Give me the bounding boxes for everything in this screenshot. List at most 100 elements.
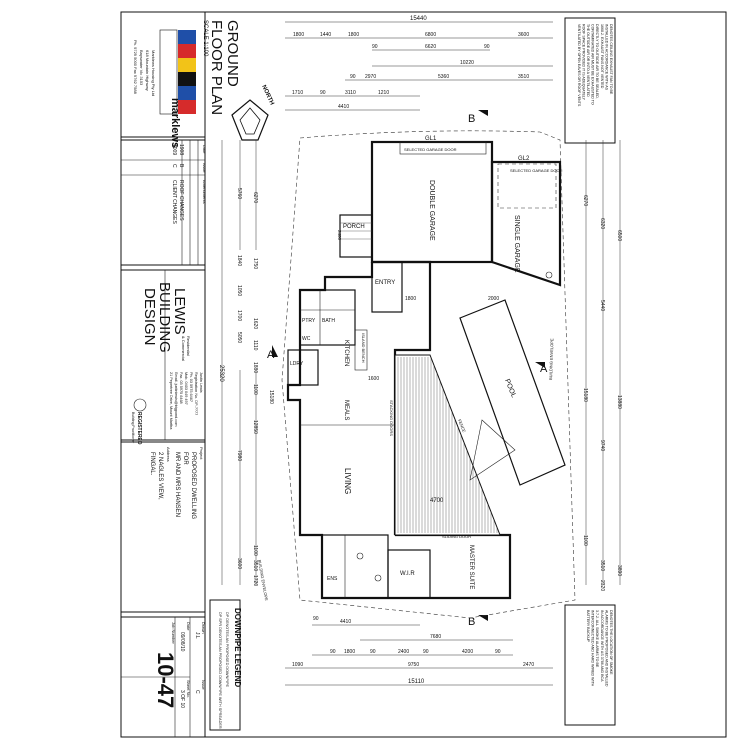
svg-text:90: 90 [423, 649, 429, 655]
svg-text:618 Mountain Highway: 618 Mountain Highway [145, 50, 150, 91]
svg-text:1800: 1800 [293, 32, 304, 38]
rev-header-date: Date [202, 145, 207, 154]
job-number: 10-47 [153, 652, 178, 708]
svg-text:90: 90 [495, 649, 501, 655]
rev2-amend: CLIENT CHANGES [171, 180, 177, 224]
logo-building: BUILDING [156, 282, 173, 353]
svg-text:Bayswater Vic 3153: Bayswater Vic 3153 [139, 50, 144, 86]
rev1-amend: ROOF CHANGES [178, 180, 184, 221]
company-name: marklews [169, 98, 181, 148]
exhaust-note-line: VENTILATED BY OPEN EAVES OR ROOF VENTS [577, 24, 581, 107]
svg-text:3510: 3510 [599, 560, 605, 571]
svg-text:Mob. 0403 049 497: Mob. 0403 049 497 [184, 372, 188, 405]
svg-text:3890: 3890 [616, 565, 622, 576]
svg-text:DP DENOTES AN PROPOSED DOWNPI: DP DENOTES AN PROPOSED DOWNPIPE [225, 612, 229, 688]
svg-text:1100: 1100 [252, 384, 258, 395]
section-b-top: B [468, 113, 475, 125]
exhaust-note-line: CONTAMINATED AIR MUST BE EXHAUSTED TO [591, 24, 595, 105]
svg-text:3510: 3510 [518, 74, 529, 80]
exhaust-note-line: INSTALLED IN ACCORDANCE WITH AS [604, 24, 608, 91]
deck: STACKING DOORS FENCE 4700 SLIDING DOOR [389, 354, 501, 539]
sheet-number: 3 OF 10 [179, 690, 185, 708]
svg-text:4410: 4410 [340, 619, 351, 625]
rev1-date: 1908 [178, 144, 184, 155]
svg-text:NORTH: NORTH [260, 84, 274, 106]
section-markers: B B A A [267, 110, 548, 628]
svg-text:1710: 1710 [292, 90, 303, 96]
drawn-by: J.L [194, 632, 200, 639]
svg-text:13880: 13880 [616, 395, 622, 409]
svg-text:7980: 7980 [236, 450, 242, 461]
svg-text:SELECTED GARAGE DOOR: SELECTED GARAGE DOOR [510, 168, 563, 173]
porch: PORCH 2400 [337, 214, 373, 258]
svg-text:4700: 4700 [430, 498, 444, 504]
exhaust-note-line: 1668.2. EXHAUST FANS NOT VENTED [600, 24, 604, 89]
section-b-bottom: B [468, 616, 475, 628]
svg-text:9750: 9750 [408, 662, 419, 668]
svg-text:6620: 6620 [425, 44, 436, 50]
double-garage: SELECTED GARAGE DOOR GL1 DOUBLE GARAGE [370, 136, 494, 264]
svg-text:6500: 6500 [616, 230, 622, 241]
svg-text:6800: 6800 [425, 32, 436, 38]
gl2-label: GL2 [518, 156, 530, 162]
svg-text:1800: 1800 [344, 649, 355, 655]
smoke-alarm-note-line: BATTERY BACKUP [586, 610, 590, 643]
svg-text:STACKING DOORS: STACKING DOORS [389, 400, 394, 436]
smoke-alarm-note [564, 604, 616, 726]
plan-title-2: FLOOR PLAN [208, 20, 225, 115]
svg-text:& Commercial: & Commercial [181, 336, 186, 361]
client-name: MR AND MRS HANSEN [174, 452, 180, 517]
svg-text:1090: 1090 [292, 662, 303, 668]
svg-text:1720: 1720 [252, 575, 258, 586]
svg-text:15180: 15180 [268, 390, 274, 404]
svg-text:1800: 1800 [348, 32, 359, 38]
legend-title: DOWNPIPE LEGEND [233, 608, 242, 687]
svg-text:3600: 3600 [518, 32, 529, 38]
svg-text:Residential: Residential [186, 336, 191, 356]
smoke-alarm-note-line: ALARMS TO BE PROPOSED AND INSTALLED [604, 610, 608, 687]
svg-text:Justin Lewis: Justin Lewis [199, 372, 203, 393]
svg-text:12850: 12850 [252, 420, 258, 434]
svg-text:SLIDING DOOR: SLIDING DOOR [442, 534, 471, 539]
svg-text:4200: 4200 [462, 649, 473, 655]
svg-text:6270: 6270 [252, 192, 258, 203]
left-dimensions: 25320 5760 6270 1840 1750 1050 1700 5050… [218, 140, 274, 586]
svg-text:10220: 10220 [460, 60, 474, 66]
svg-text:7680: 7680 [430, 634, 441, 640]
gl1-label: GL1 [425, 136, 437, 142]
meals-label: MEALS [343, 400, 349, 420]
job-block: Drawn J.L Issue C Date 09/08/10 Sheet No… [120, 616, 206, 738]
svg-text:SELECTED GARAGE DOOR: SELECTED GARAGE DOOR [404, 147, 457, 152]
svg-text:1210: 1210 [378, 90, 389, 96]
logo-design: DESIGN [141, 288, 158, 346]
svg-text:25320: 25320 [218, 365, 224, 382]
svg-text:15180: 15180 [582, 388, 588, 402]
svg-text:1750: 1750 [252, 258, 258, 269]
rev-header-amend: Amendments [202, 180, 207, 204]
svg-text:90: 90 [350, 74, 356, 80]
svg-text:21 Pepertree Drive, Mount Mart: 21 Pepertree Drive, Mount Martha [169, 372, 173, 430]
bottom-dimensions: 4410 7680 90 1800 90 2400 90 4200 90 109… [285, 616, 553, 686]
svg-text:1620: 1620 [252, 318, 258, 329]
wir-label: W.I.R [400, 571, 415, 577]
exhaust-note [564, 17, 616, 144]
exhaust-note-line: THE OUTSIDE AIR OR INTO A VENTILATED [586, 24, 590, 97]
svg-text:Address: Address [166, 447, 171, 462]
svg-text:Date: Date [186, 622, 191, 631]
single-garage: SELECTED GARAGE DOOR GL2 SINGLE GARAGE [490, 156, 563, 287]
svg-text:90: 90 [320, 90, 326, 96]
rev2-issue: C [171, 164, 177, 168]
svg-text:Marklews Housing Pty Ltd: Marklews Housing Pty Ltd [151, 50, 156, 96]
svg-text:2000: 2000 [488, 296, 499, 302]
svg-text:DP SPR DENOTES AN PROPOSED DO: DP SPR DENOTES AN PROPOSED DOWNPIPE WITH… [218, 612, 222, 729]
section-a-right: A [540, 363, 548, 375]
svg-text:2400: 2400 [398, 649, 409, 655]
envelope-label-right: BUILDING ENVELOPE [548, 338, 554, 380]
svg-text:Email. justinlewis@bigpond.com: Email. justinlewis@bigpond.com [174, 372, 178, 427]
smoke-alarm-note-line: 3.7.2. ALL SMOKE ALARMS TO BE [595, 610, 599, 668]
master-suite: W.I.R ENS MASTER SUITE [321, 534, 474, 599]
svg-text:1840: 1840 [236, 255, 242, 266]
svg-text:1050: 1050 [236, 285, 242, 296]
svg-text:4410: 4410 [338, 104, 349, 110]
